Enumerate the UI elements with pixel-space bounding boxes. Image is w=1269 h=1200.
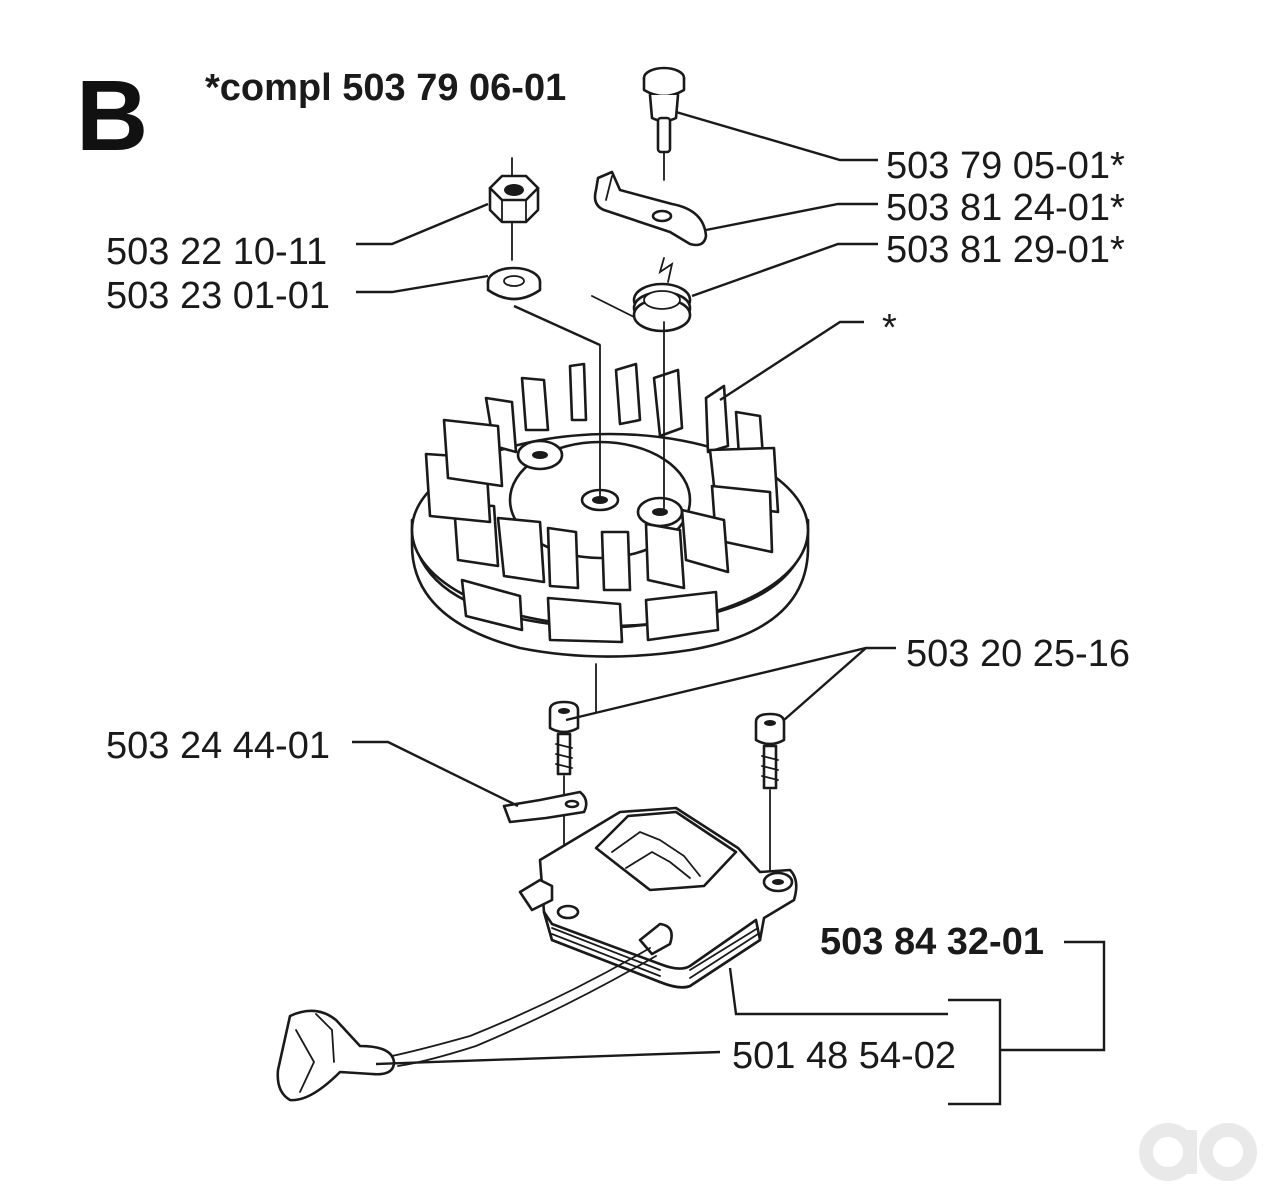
pawl-spring-drawing: [591, 257, 692, 333]
label-flywheel: *: [882, 307, 897, 349]
label-pawl-spring: 503 81 29-01*: [886, 229, 1125, 271]
nut-drawing: [488, 157, 540, 261]
ignition-module-drawing: [518, 806, 798, 989]
pawl-pin-drawing: [642, 66, 686, 181]
watermark-logo: [1139, 1123, 1257, 1181]
screw-right-drawing: [754, 712, 786, 873]
cable-lug-drawing: [502, 790, 588, 824]
label-pawl: 503 81 24-01*: [886, 187, 1125, 229]
flywheel-drawing: [410, 321, 810, 658]
spark-plug-cap-drawing: [276, 947, 657, 1102]
label-cable-lug: 503 24 44-01: [106, 725, 330, 767]
label-spark-plug-cap: 501 48 54-02: [732, 1035, 956, 1077]
label-screws: 503 20 25-16: [906, 633, 1130, 675]
label-nut: 503 22 10-11: [106, 231, 327, 273]
pawl-drawing: [593, 170, 708, 247]
leader-lines: [352, 110, 1106, 1106]
label-ignition-module: 503 84 32-01: [820, 921, 1044, 963]
label-washer: 503 23 01-01: [106, 275, 330, 317]
section-letter: B: [76, 60, 148, 172]
kit-label: *compl 503 79 06-01: [205, 67, 566, 109]
label-pawl-pin: 503 79 05-01*: [886, 145, 1125, 187]
washer-drawing: [486, 266, 542, 301]
screw-left-drawing: [548, 663, 597, 901]
